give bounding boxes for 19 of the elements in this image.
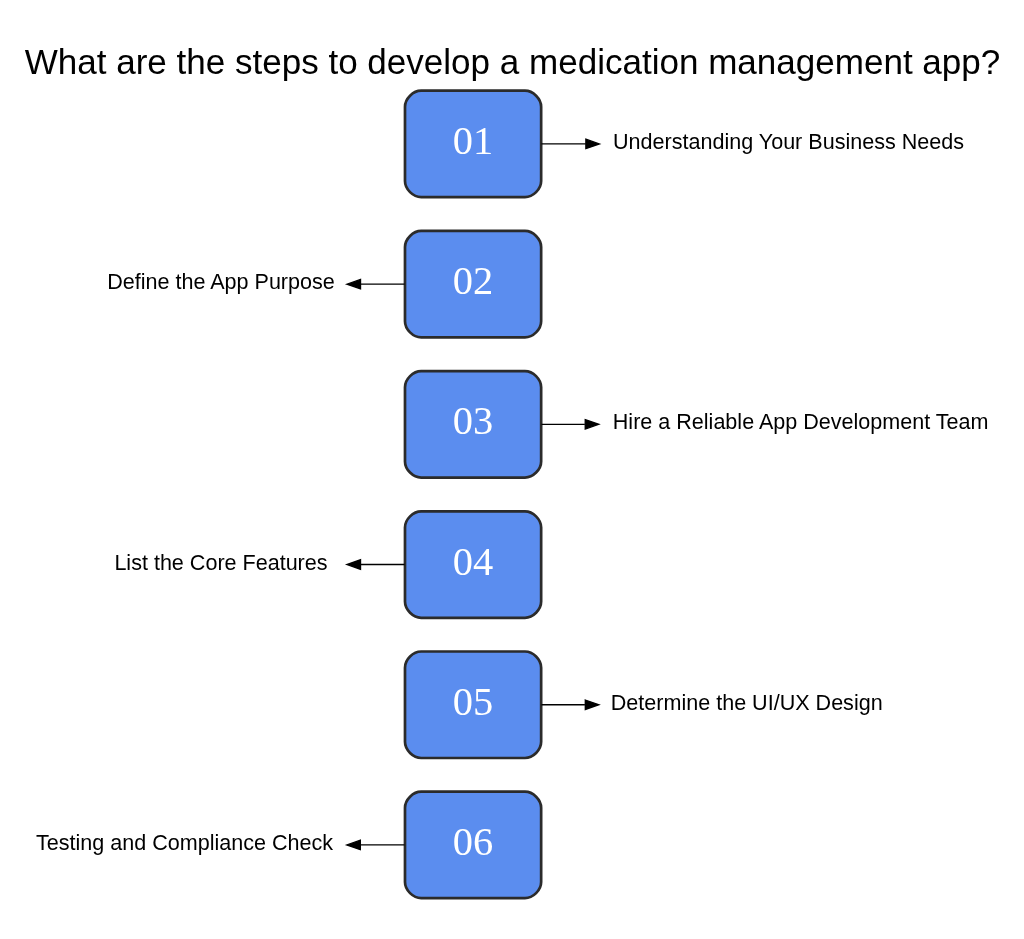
node-text: Determine the UI/UX Design [610,689,883,715]
node-box: 06 [403,790,542,900]
node-text: Testing and Compliance Check [35,830,333,856]
node-box: 05 [403,650,542,760]
node-text: List the Core Features [113,549,328,575]
node-box: 01 [403,89,542,199]
node-box: 03 [403,369,542,479]
arrow [344,558,405,571]
node-text: Define the App Purpose [106,269,335,295]
node-box: 02 [403,229,542,339]
node-text: Hire a Reliable App Development Team [612,409,988,435]
arrow [540,699,601,711]
arrow [344,839,405,851]
node-text: Understanding Your Business Needs [612,129,964,155]
arrow [540,418,601,430]
node-box: 04 [403,509,542,620]
diagram-title: What are the steps to develop a medication management app? [24,42,1000,82]
arrow [540,138,601,150]
arrow [344,278,405,290]
